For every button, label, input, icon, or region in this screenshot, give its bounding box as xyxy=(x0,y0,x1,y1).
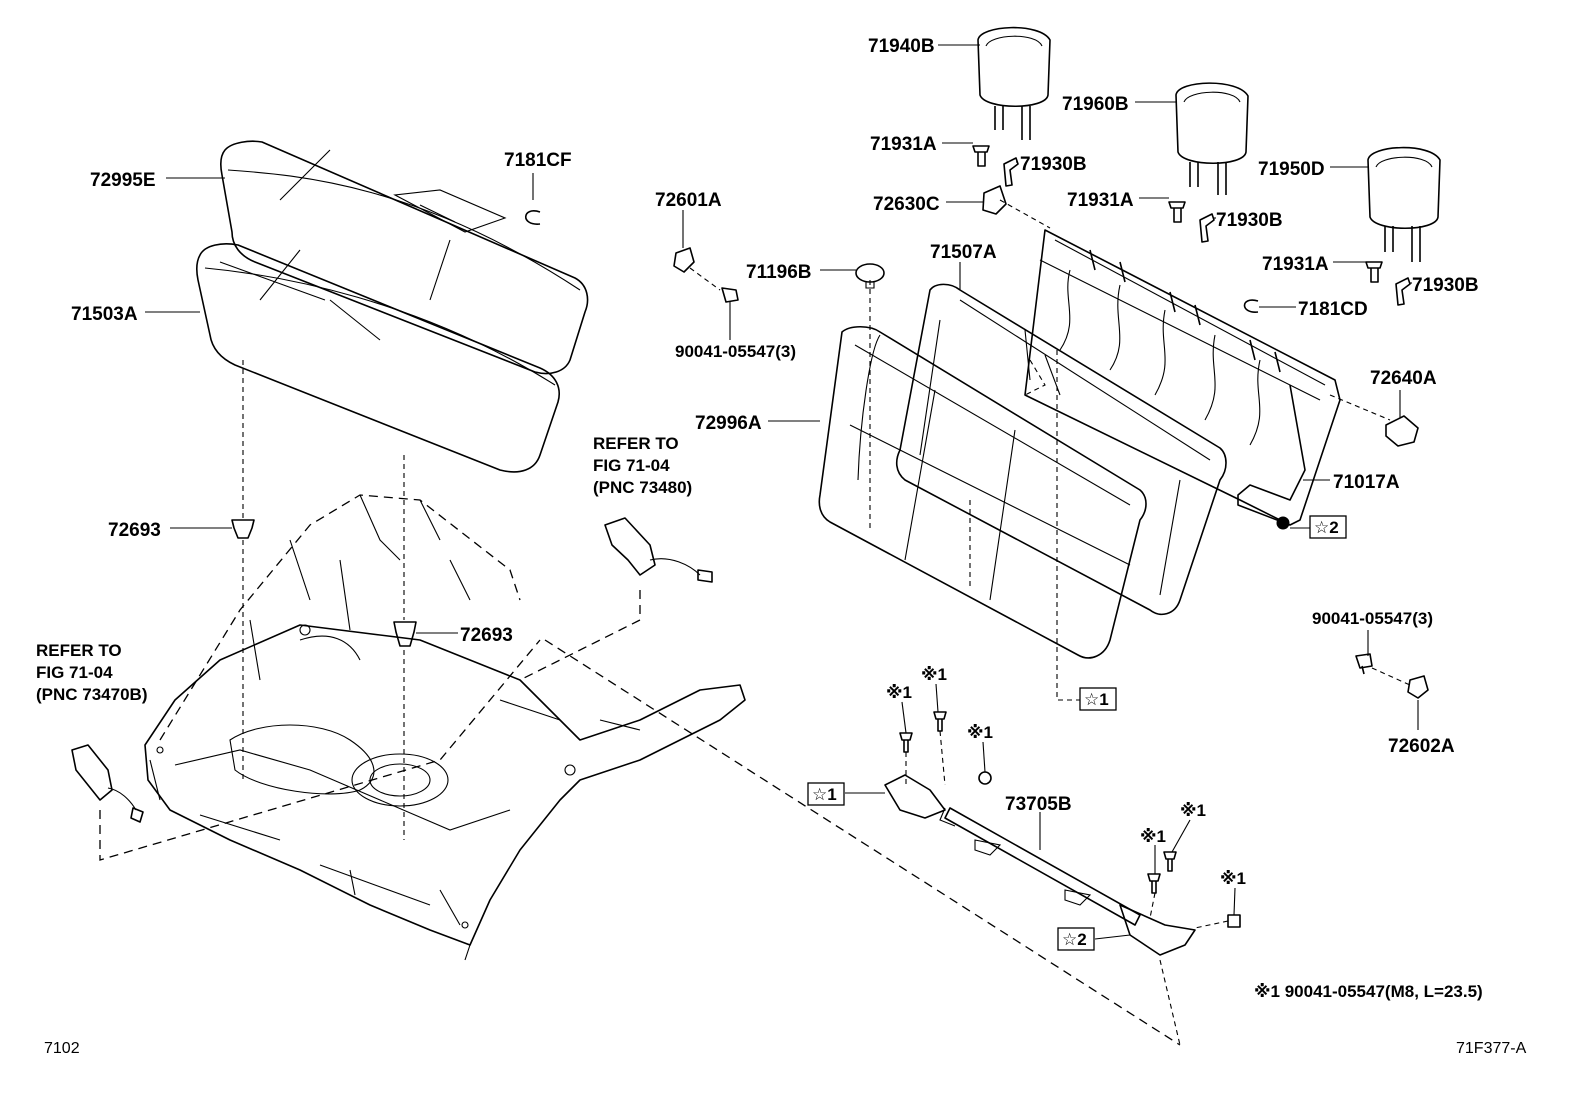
label-71507a: 71507A xyxy=(930,242,997,263)
label-71196b: 71196B xyxy=(746,262,812,283)
refer-left-line-2: FIG 71-04 xyxy=(36,663,113,682)
seatback-frame xyxy=(1024,229,1341,530)
refer-right-line-1: REFER TO xyxy=(593,434,679,453)
label-71960b: 71960B xyxy=(1062,94,1129,115)
label-72996a: 72996A xyxy=(695,413,762,434)
label-71930b-1: 71930B xyxy=(1020,154,1087,175)
seatback-pad xyxy=(895,283,1227,616)
page-code: 7102 xyxy=(44,1040,80,1057)
refer-right-line-3: (PNC 73480) xyxy=(593,478,692,497)
label-71930b-3: 71930B xyxy=(1412,275,1479,296)
label-71950d: 71950D xyxy=(1258,159,1325,180)
refer-note-right: REFER TO FIG 71-04 (PNC 73480) xyxy=(593,434,692,497)
seat-cushion-pad xyxy=(195,243,560,473)
bracket-73705b xyxy=(884,771,1196,956)
label-bolt-upper: 90041-05547(3) xyxy=(675,342,796,361)
headrest-left xyxy=(977,26,1051,140)
grommet-71196b xyxy=(855,263,885,289)
headrest-guides xyxy=(972,145,1419,447)
x1-mark-6: ※1 xyxy=(1220,869,1246,888)
label-72693-upper: 72693 xyxy=(108,520,161,541)
label-72995e: 72995E xyxy=(90,170,156,191)
bolts-x1 xyxy=(899,711,1241,929)
x1-mark-4: ※1 xyxy=(1140,827,1166,846)
refer-note-left: REFER TO FIG 71-04 (PNC 73470B) xyxy=(36,641,148,704)
leader-lines xyxy=(145,44,1419,940)
headrest-center xyxy=(1175,82,1249,195)
star-callouts: ☆2 ☆1 ☆1 ☆2 xyxy=(807,515,1347,951)
star-2-frame: ☆2 xyxy=(1314,518,1339,537)
label-71017a: 71017A xyxy=(1333,472,1400,493)
hook-72693-lower xyxy=(393,621,417,647)
seatbelt-buckle-right xyxy=(604,517,713,583)
refer-left-line-3: (PNC 73470B) xyxy=(36,685,148,704)
footnote: ※1 90041-05547(M8, L=23.5) xyxy=(1254,982,1483,1001)
refer-right-line-2: FIG 71-04 xyxy=(593,456,670,475)
x1-mark-2: ※1 xyxy=(921,665,947,684)
label-72693-lower: 72693 xyxy=(460,625,513,646)
label-bolt-right: 90041-05547(3) xyxy=(1312,609,1433,628)
figure-code: 71F377-A xyxy=(1456,1040,1527,1057)
lock-72601a xyxy=(673,247,739,303)
seat-cushion-cover xyxy=(219,140,589,375)
star-1-back: ☆1 xyxy=(1084,690,1109,709)
label-72602a: 72602A xyxy=(1388,736,1455,757)
label-72640a: 72640A xyxy=(1370,368,1437,389)
star-2-bracket: ☆2 xyxy=(1062,930,1087,949)
label-7181cd: 7181CD xyxy=(1298,299,1368,320)
label-71930b-2: 71930B xyxy=(1216,210,1283,231)
note-marks: ※1 ※1 ※1 ※1 ※1 ※1 xyxy=(886,665,1246,888)
label-73705b: 73705B xyxy=(1005,794,1072,815)
clip-7181cf xyxy=(524,210,541,225)
x1-mark-5: ※1 xyxy=(1180,801,1206,820)
star-1-bracket: ☆1 xyxy=(812,785,837,804)
label-72601a: 72601A xyxy=(655,190,722,211)
x1-mark-3: ※1 xyxy=(967,723,993,742)
seatbelt-buckle-left xyxy=(71,744,144,823)
lock-72602a xyxy=(1355,653,1429,699)
label-71931a-3: 71931A xyxy=(1262,254,1329,275)
part-labels: 71940B 71960B 71950D 71931A 71930B 71931… xyxy=(71,36,1479,815)
label-71931a-2: 71931A xyxy=(1067,190,1134,211)
label-7181cf: 7181CF xyxy=(504,150,572,171)
x1-mark-1: ※1 xyxy=(886,683,912,702)
hook-72693-upper xyxy=(231,519,255,539)
headrest-right xyxy=(1367,146,1441,262)
label-72630c: 72630C xyxy=(873,194,940,215)
label-71503a: 71503A xyxy=(71,304,138,325)
label-71931a-1: 71931A xyxy=(870,134,937,155)
label-71940b: 71940B xyxy=(868,36,935,57)
refer-left-line-1: REFER TO xyxy=(36,641,122,660)
seatback-cover xyxy=(818,325,1147,659)
